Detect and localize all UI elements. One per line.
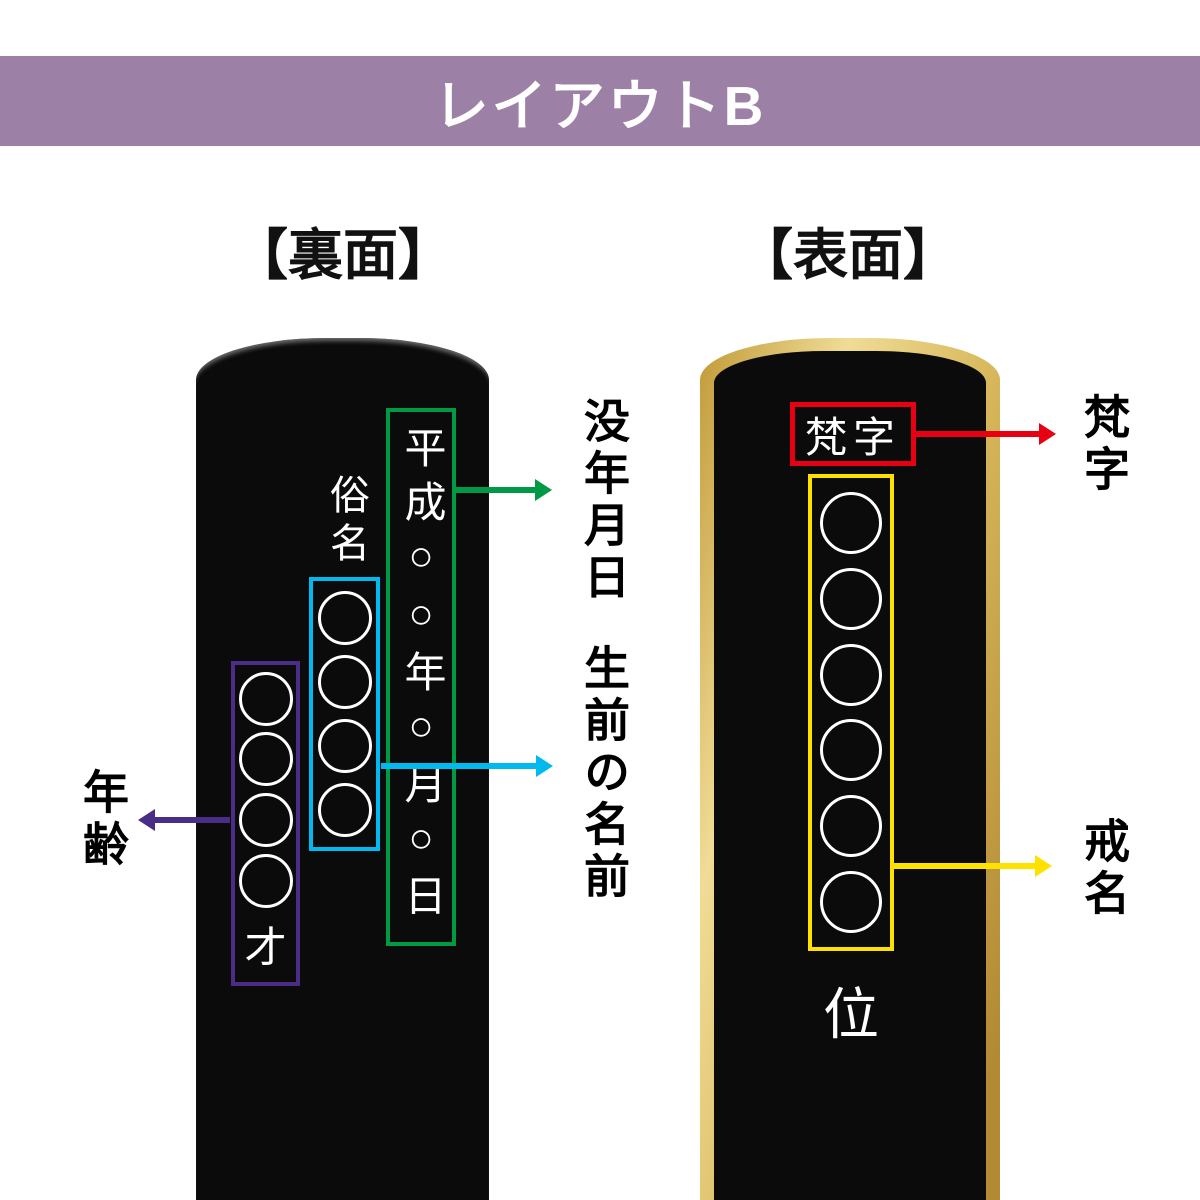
bonji-arrow (916, 423, 1056, 445)
header-banner: レイアウトB (0, 56, 1200, 146)
date-box: 平成○○年○月○日 (386, 408, 456, 946)
bonji-box: 梵字 (790, 402, 916, 466)
age-suffix: 才 (244, 926, 287, 973)
date-arrow (456, 479, 552, 501)
name-annotation: 生前の名前 (578, 644, 630, 904)
kaimyo-circle (820, 795, 882, 858)
bonji-text: 梵字 (804, 415, 901, 462)
front-side-label: 【表面】 (737, 224, 959, 286)
age-annotation: 年齢 (77, 768, 129, 872)
back-side-label: 【裏面】 (232, 224, 454, 286)
kaimyo-annotation: 戒名 (1078, 817, 1130, 921)
age-circle (238, 853, 293, 908)
name-circle (317, 783, 372, 837)
kaimyo-arrow (894, 855, 1052, 877)
bonji-annotation: 梵字 (1078, 393, 1130, 497)
rank-label: 位 (823, 985, 879, 1047)
age-circle (238, 671, 293, 726)
kaimyo-circle (820, 567, 882, 630)
zokumyo-label: 俗名 (324, 474, 369, 570)
kaimyo-circle (820, 491, 882, 554)
page-title: レイアウトB (433, 75, 767, 137)
kaimyo-circle (820, 719, 882, 782)
kaimyo-circle (820, 871, 882, 934)
age-arrow (138, 809, 230, 831)
kaimyo-circle (820, 643, 882, 706)
name-circle (317, 719, 372, 773)
kaimyo-box (808, 474, 894, 951)
age-circle (238, 732, 293, 787)
name-box (309, 577, 380, 851)
age-circle (238, 792, 293, 847)
date-text: 平成○○年○月○日 (398, 426, 444, 928)
age-box: 才 (231, 661, 300, 986)
name-circle (317, 591, 372, 645)
name-circle (317, 655, 372, 709)
date-annotation: 没年月日 (578, 397, 630, 605)
name-arrow (381, 755, 553, 777)
